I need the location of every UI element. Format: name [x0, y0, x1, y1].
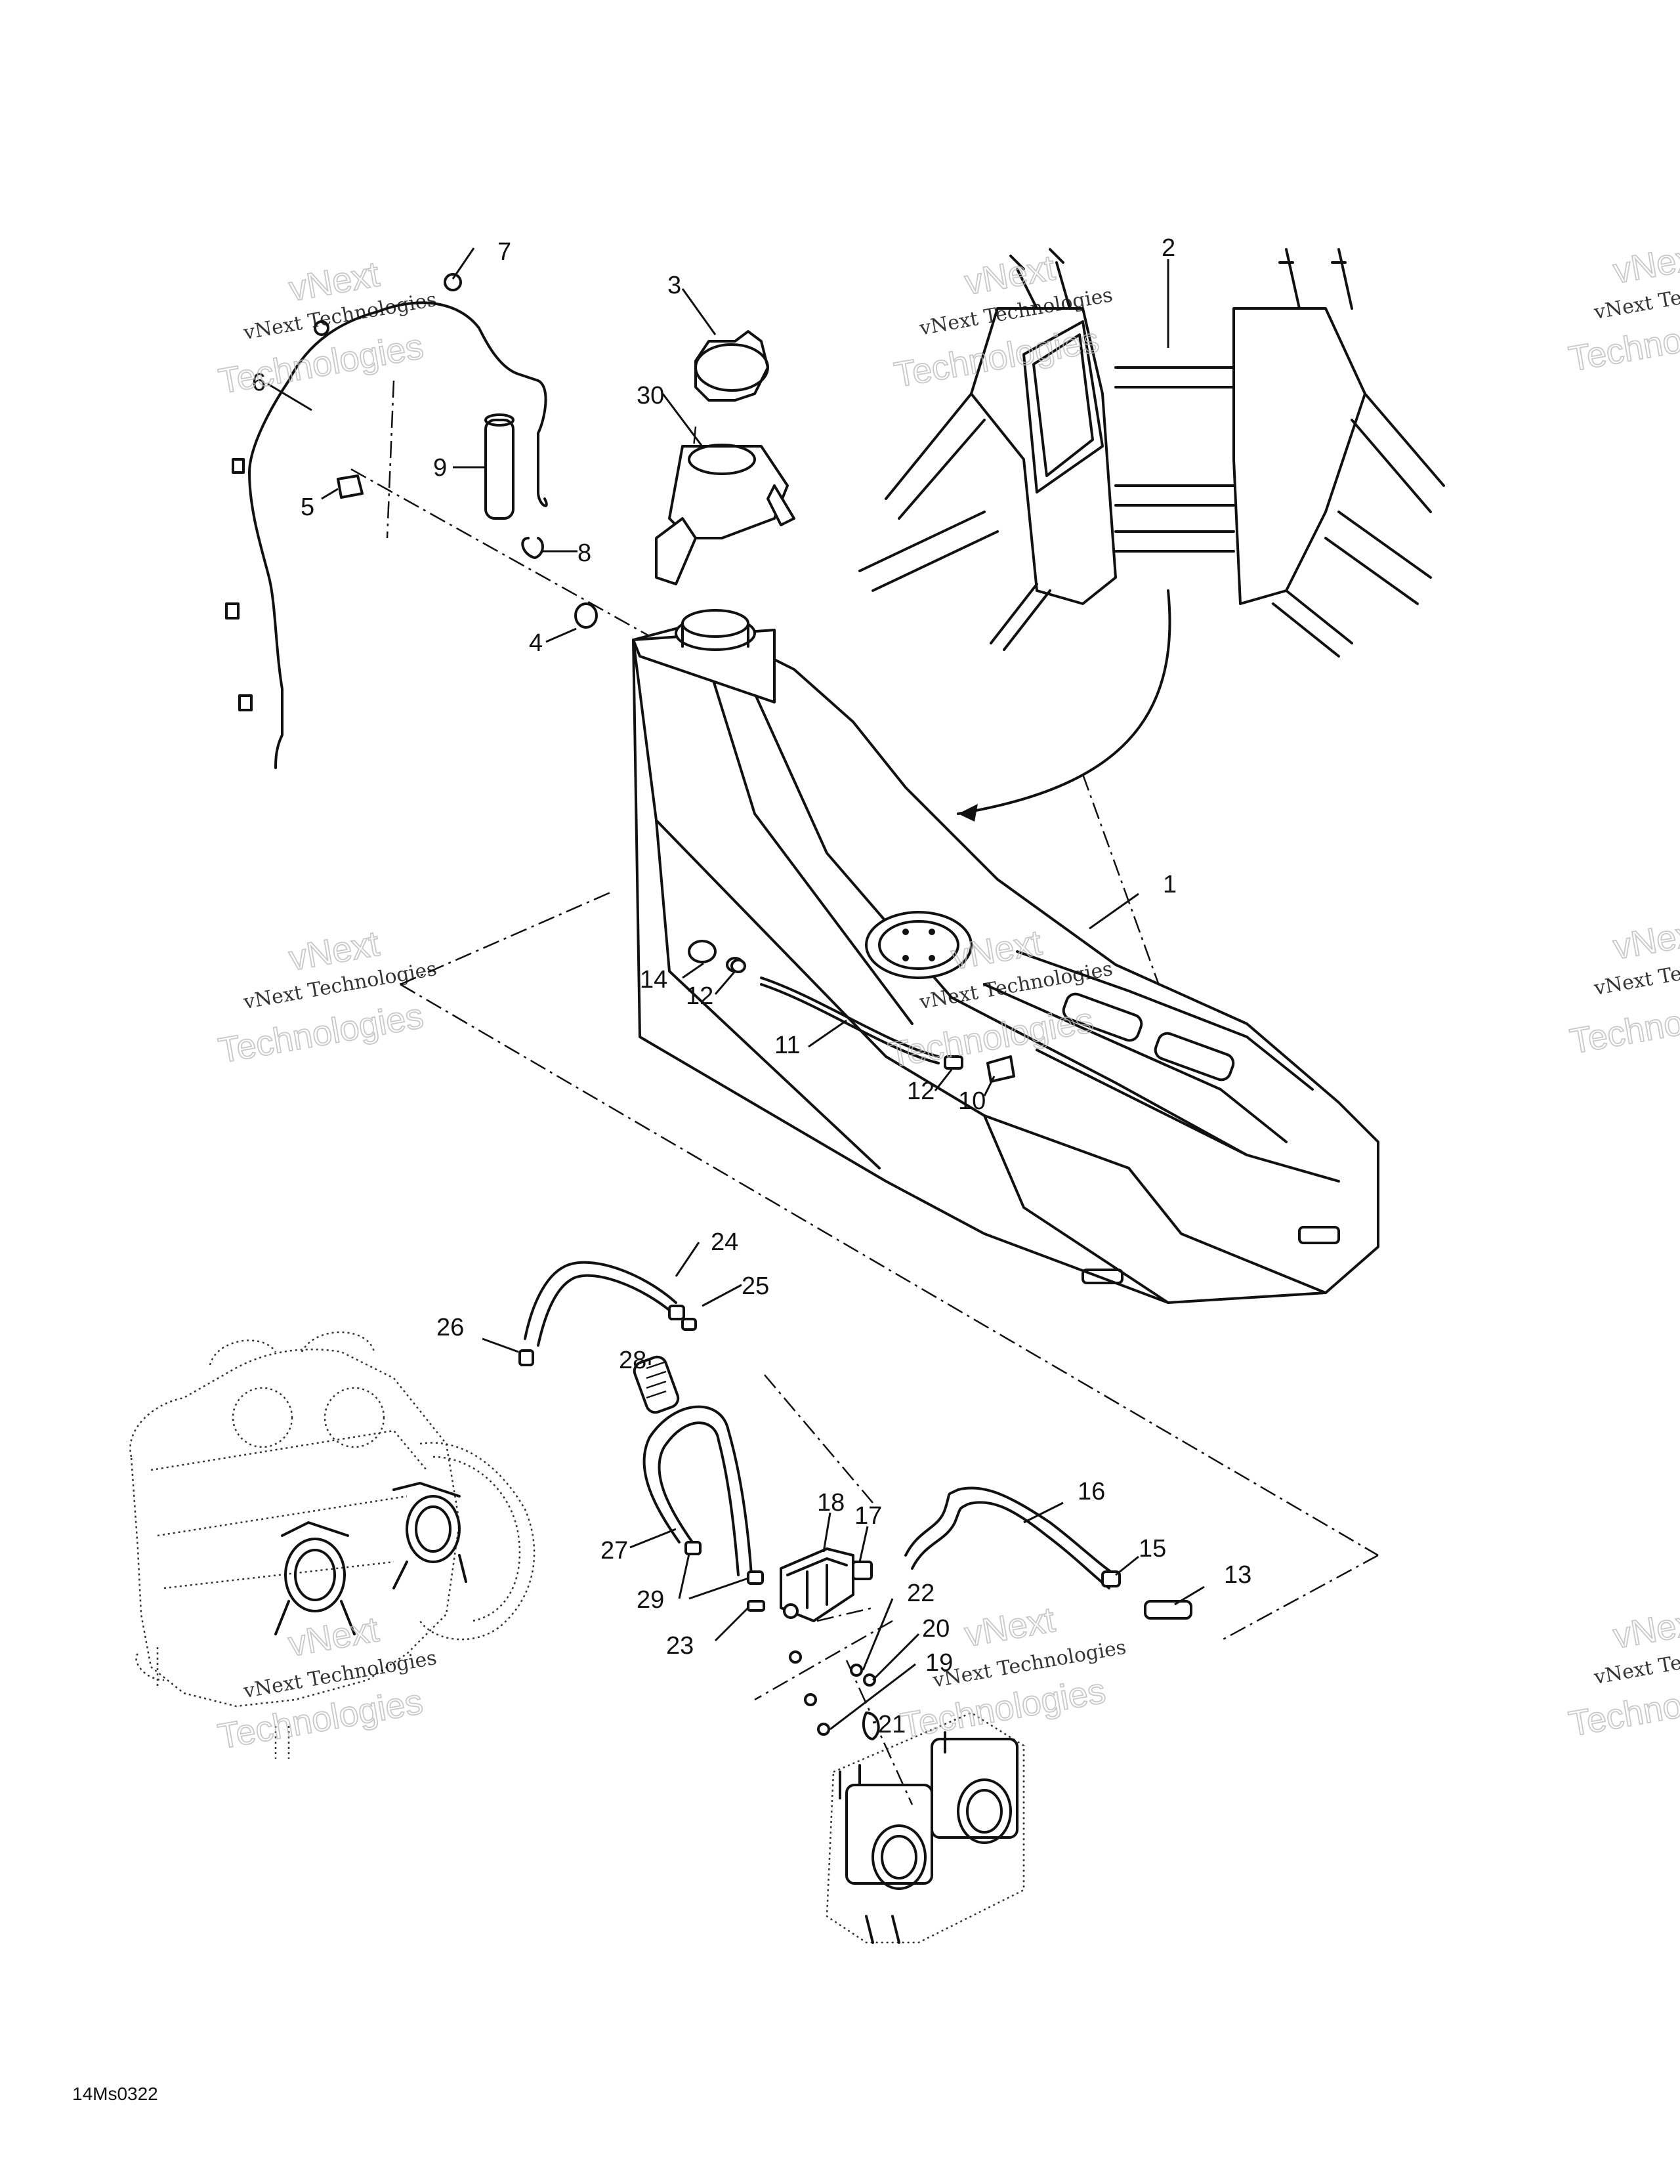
callout-14: 14 [640, 966, 667, 994]
callout-16: 16 [1078, 1478, 1105, 1505]
callout-19: 19 [925, 1649, 953, 1677]
tank-mount-detail [858, 248, 1445, 822]
callout-25: 25 [742, 1272, 769, 1300]
drawing-code: 14Ms0322 [72, 2084, 158, 2104]
vent-line [225, 273, 548, 769]
small-hardware [337, 413, 1015, 1083]
carburetors [826, 1712, 1025, 1944]
callout-23: 23 [666, 1632, 694, 1660]
callout-10: 10 [958, 1087, 986, 1115]
watermark-vnext: vNext [285, 1610, 381, 1664]
callout-24: 24 [711, 1228, 738, 1256]
callout-6: 6 [252, 369, 266, 396]
callout-11: 11 [774, 1032, 800, 1059]
callout-20: 20 [922, 1615, 950, 1643]
callout-17: 17 [854, 1502, 882, 1530]
callout-8: 8 [578, 539, 591, 567]
callout-4: 4 [529, 629, 543, 657]
watermark-vnext: vNext [1610, 237, 1680, 291]
callout-21: 21 [878, 1711, 906, 1738]
callout-12b: 12 [907, 1078, 934, 1105]
watermark-vnext: vNext [1610, 913, 1680, 967]
fuel-cap [694, 330, 769, 402]
fuel-pump [747, 1547, 880, 1740]
callout-30: 30 [637, 382, 664, 410]
callout-1: 1 [1163, 871, 1177, 898]
callout-29: 29 [637, 1586, 664, 1614]
callout-numbers: 1 2 3 4 5 6 7 8 9 10 11 12 12 13 14 15 1… [252, 234, 1251, 1738]
callout-7: 7 [497, 238, 511, 266]
callout-27: 27 [600, 1537, 628, 1564]
leader-lines [267, 247, 1205, 1731]
callout-12a: 12 [686, 982, 713, 1010]
fuel-tank [632, 609, 1379, 1304]
callout-28: 28 [619, 1347, 646, 1374]
callout-22: 22 [907, 1580, 934, 1607]
watermark-technologies: Technologies [898, 1671, 1108, 1746]
watermarks: vNext vNext Technologies Technologies vN… [215, 236, 1680, 1757]
callout-18: 18 [817, 1489, 845, 1517]
watermark-vnext: vNext [961, 248, 1057, 303]
callout-5: 5 [301, 494, 314, 521]
callout-26: 26 [436, 1314, 464, 1341]
assembly-lines [350, 380, 1379, 1805]
callout-13: 13 [1224, 1561, 1251, 1589]
filler-neck [655, 444, 795, 585]
callout-15: 15 [1139, 1535, 1166, 1563]
watermark-vnext: vNext [1610, 1602, 1680, 1656]
watermark-vnext: vNext [961, 1600, 1057, 1654]
callout-2: 2 [1162, 234, 1175, 262]
fuel-lines [518, 1261, 1192, 1620]
watermark-technologies: Technologies [1567, 987, 1680, 1062]
engine [129, 1331, 536, 1759]
callout-9: 9 [433, 454, 447, 482]
callout-3: 3 [667, 272, 681, 299]
